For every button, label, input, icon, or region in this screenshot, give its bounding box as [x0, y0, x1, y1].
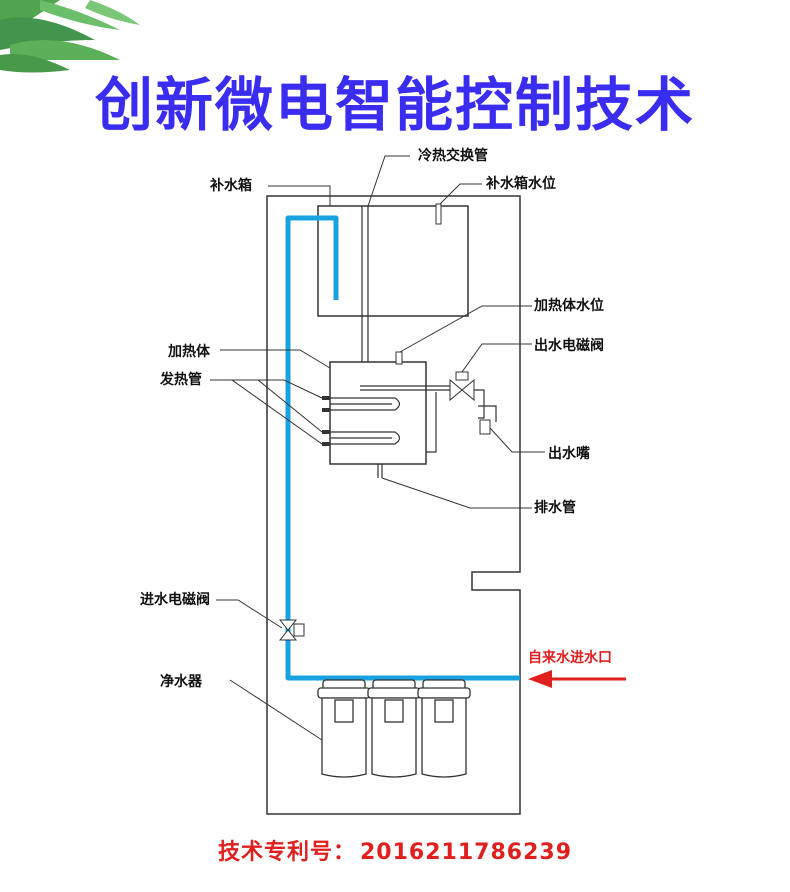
page-title: 创新微电智能控制技术	[94, 71, 695, 139]
patent-number: 技术专利号：2016211786239	[0, 834, 790, 866]
inlet-valve-symbol	[278, 619, 305, 641]
label-outlet-nozzle: 出水嘴	[548, 445, 590, 462]
label-outlet-valve: 出水电磁阀	[534, 337, 604, 354]
label-heater: 加热体	[167, 343, 211, 360]
heater-box	[329, 361, 427, 465]
outlet-valve-symbol	[449, 371, 475, 402]
label-heater-level: 加热体水位	[533, 297, 604, 314]
leader-lines	[210, 155, 545, 741]
label-heating-tube: 发热管	[159, 371, 202, 388]
refill-level-probe	[435, 203, 442, 225]
label-tap-water-inlet: 自来水进水口	[528, 649, 612, 666]
cabinet-outline	[266, 195, 521, 815]
purifier-cartridges	[317, 679, 471, 778]
refill-tank-box	[317, 205, 469, 317]
label-purifier: 净水器	[160, 673, 203, 690]
inlet-arrow	[528, 670, 626, 688]
water-pipe	[285, 215, 520, 681]
label-cold-hot-exchanger: 冷热交换管	[418, 147, 488, 164]
label-drain-pipe: 排水管	[534, 499, 576, 516]
label-refill-tank: 补水箱	[209, 177, 252, 194]
patent-label: 技术专利号：	[217, 840, 356, 865]
heater-level-probe	[395, 351, 403, 365]
patent-value: 2016211786239	[360, 840, 572, 865]
heating-coils	[330, 397, 401, 445]
outlet-nozzle-symbol	[479, 419, 491, 435]
label-refill-tank-level: 补水箱水位	[485, 175, 556, 192]
label-inlet-valve: 进水电磁阀	[140, 591, 210, 608]
